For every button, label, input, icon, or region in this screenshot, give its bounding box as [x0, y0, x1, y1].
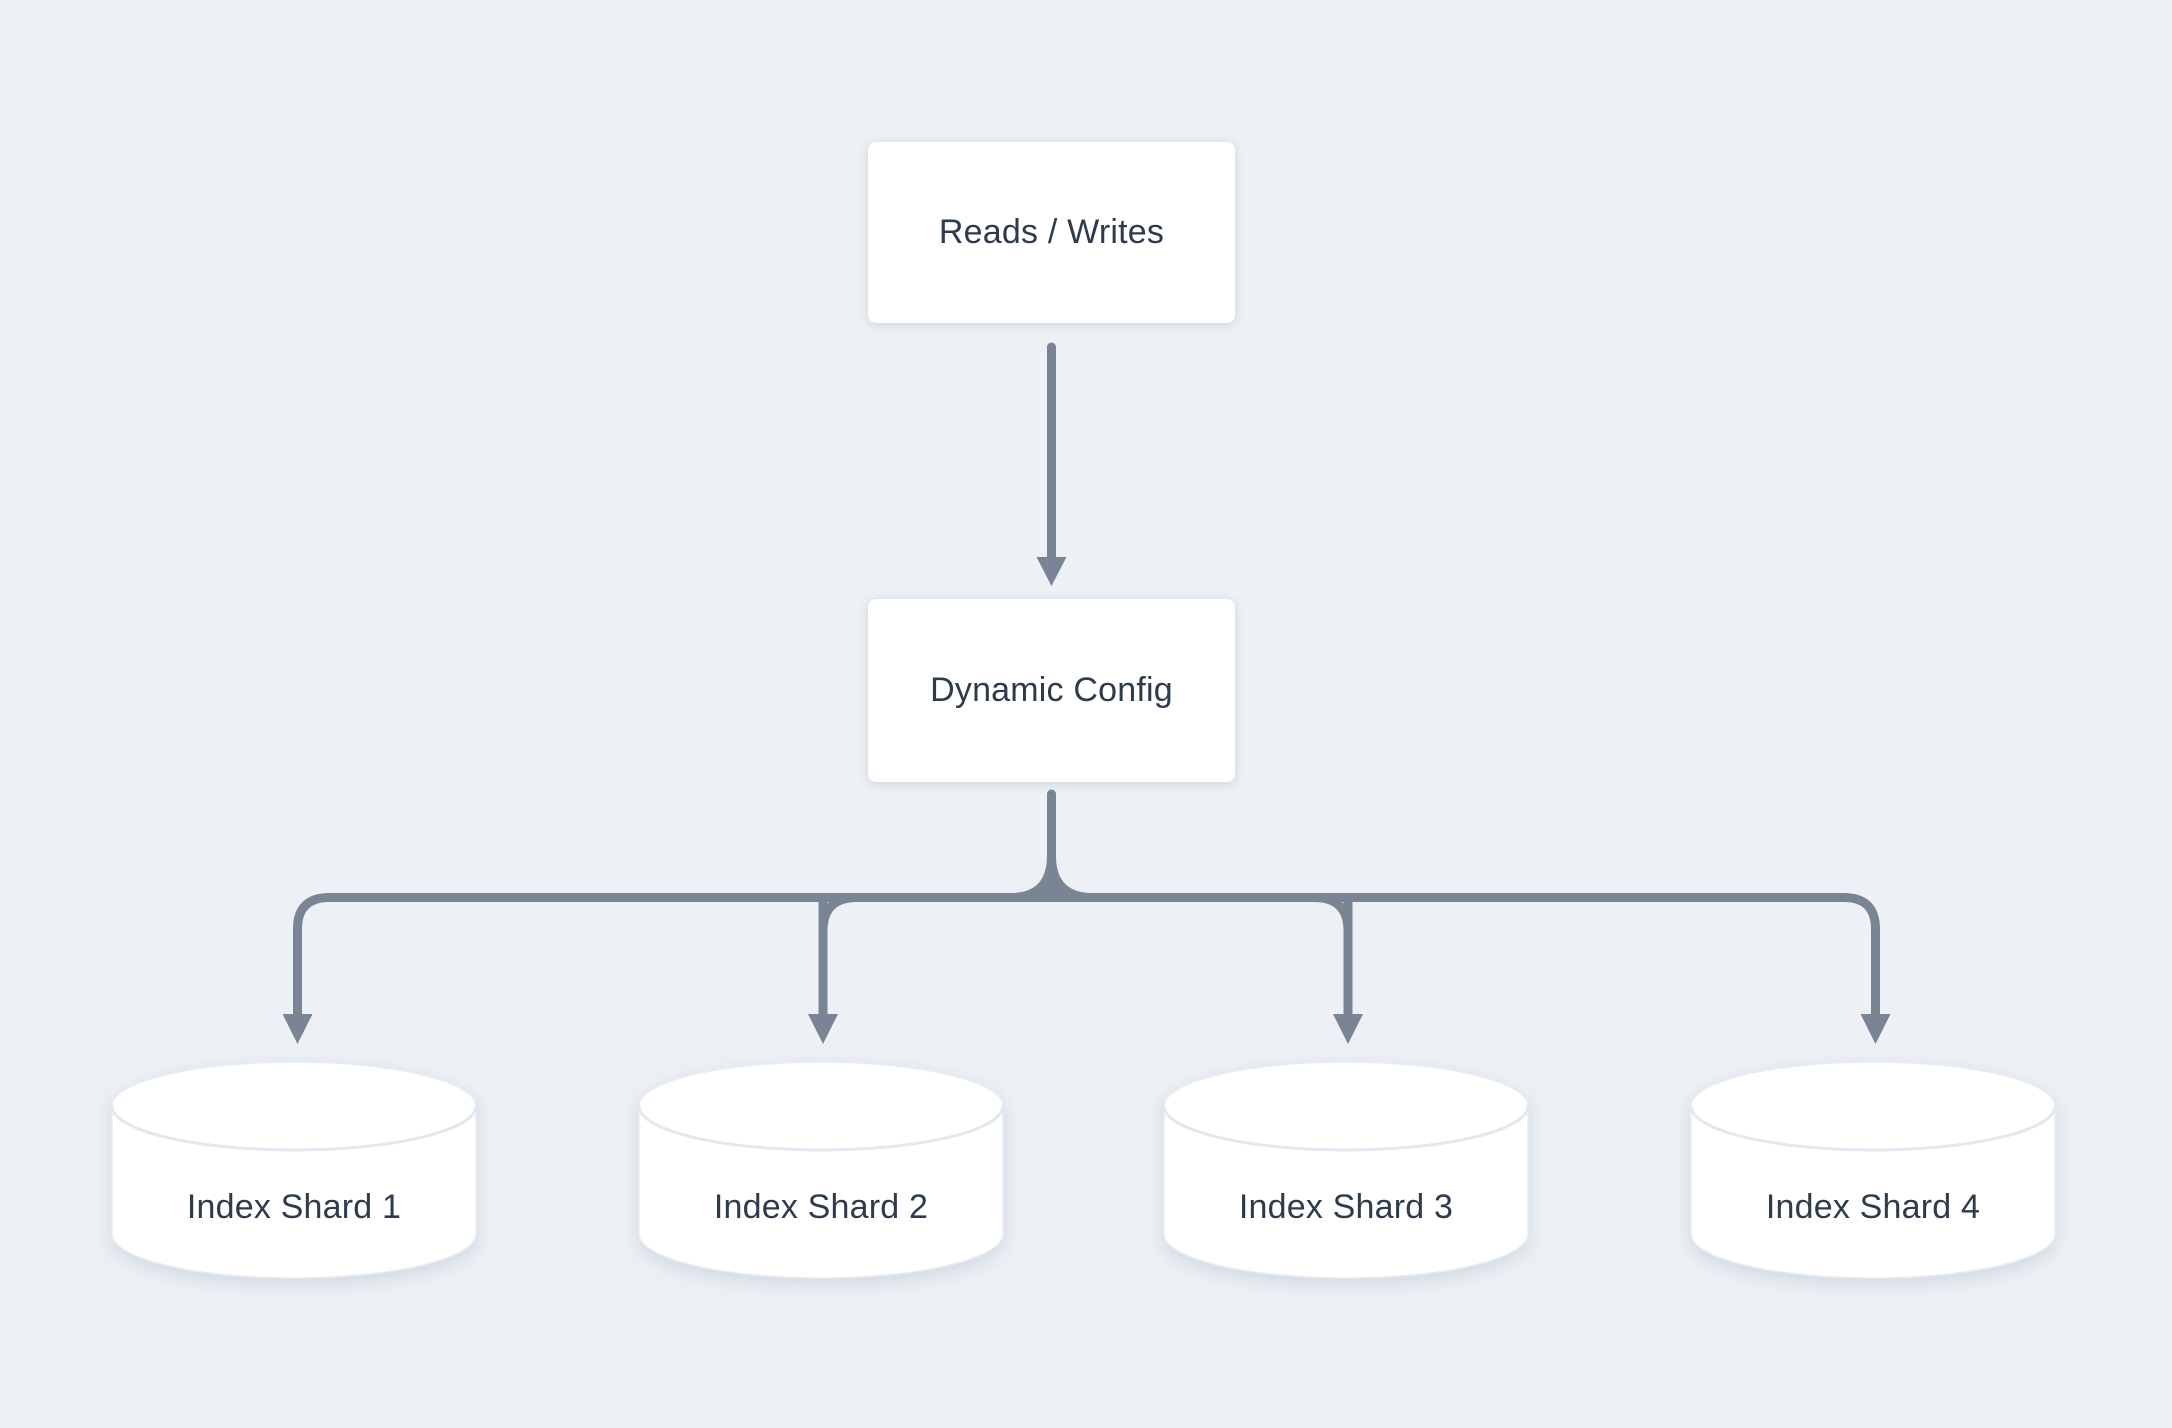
node-label: Dynamic Config: [930, 671, 1173, 709]
arrowhead-icon: [1333, 1014, 1363, 1044]
node-index-shard-4: Index Shard 4: [1689, 1060, 2057, 1282]
database-cylinder-icon: [110, 1061, 478, 1279]
cylinder-top-edge: [1689, 1105, 2057, 1152]
node-index-shard-3: Index Shard 3: [1162, 1060, 1530, 1282]
database-cylinder-icon: [1689, 1061, 2057, 1279]
node-index-shard-2: Index Shard 2: [637, 1060, 1005, 1282]
drop-shard-2-fillet: [818, 893, 858, 932]
node-label: Index Shard 3: [1238, 1188, 1454, 1226]
arrowhead-icon: [1860, 1014, 1891, 1044]
cylinder-top-edge: [110, 1105, 478, 1152]
node-index-shard-1: Index Shard 1: [110, 1060, 478, 1282]
database-cylinder-icon: [1162, 1061, 1530, 1279]
node-label: Reads / Writes: [938, 213, 1165, 251]
cylinder-body: [1690, 1061, 2056, 1279]
stem-fillet-left: [1011, 856, 1047, 893]
node-dynamic-config: Dynamic Config: [868, 599, 1235, 782]
cylinder-top-edge: [637, 1105, 1005, 1152]
drop-shard-3-fillet: [1313, 893, 1353, 932]
node-reads-writes: Reads / Writes: [868, 142, 1235, 323]
node-label: Index Shard 2: [713, 1188, 929, 1226]
edge-reads-to-config: [1036, 342, 1067, 586]
cylinder-body: [1163, 1061, 1529, 1279]
stem-fillet-right: [1056, 856, 1092, 893]
node-label: Index Shard 1: [186, 1188, 402, 1226]
arrowhead-icon: [808, 1014, 838, 1044]
cylinder-top-edge: [1162, 1105, 1530, 1152]
cylinder-body: [638, 1061, 1004, 1279]
node-label: Index Shard 4: [1765, 1188, 1981, 1226]
edge-config-to-shards: [282, 789, 1891, 1044]
cylinder-body: [111, 1061, 477, 1279]
bracket-rail: [293, 893, 1880, 1016]
database-cylinder-icon: [637, 1061, 1005, 1279]
arrowhead-icon: [1036, 557, 1067, 586]
arrowhead-icon: [282, 1014, 313, 1044]
